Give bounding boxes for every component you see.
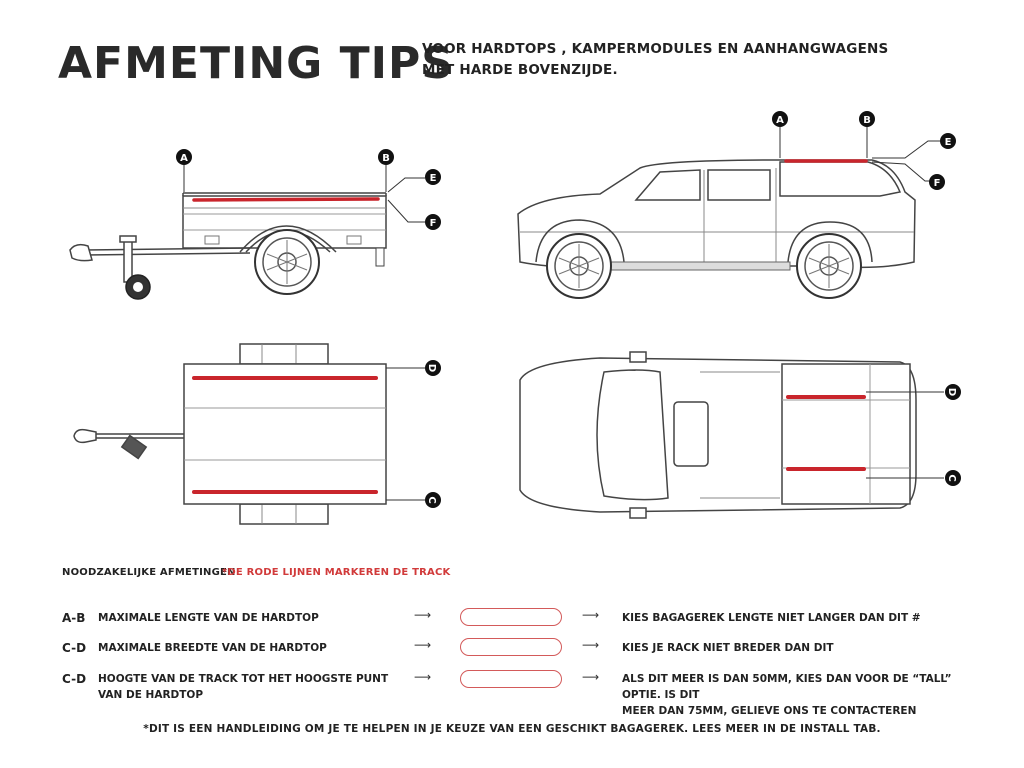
row-code: C-D (62, 672, 87, 686)
arrow-right-icon: ⟶ (414, 608, 432, 622)
subtitle-line-2: MET HARDE BOVENZIJDE. (422, 62, 618, 78)
footer-disclaimer: *DIT IS EEN HANDLEIDING OM JE TE HELPEN … (143, 723, 881, 735)
marker-b-label: B (863, 115, 871, 126)
row-code: C-D (62, 641, 87, 655)
marker-a-label: A (776, 115, 784, 126)
row-result: KIES JE RACK NIET BREDER DAN DIT (622, 642, 834, 654)
marker-f-truck: F (929, 174, 945, 190)
row-description: MAXIMALE BREEDTE VAN DE HARDTOP (98, 642, 327, 654)
arrow-right-icon: ⟶ (414, 638, 432, 652)
row-description: MAXIMALE LENGTE VAN DE HARDTOP (98, 612, 319, 624)
row-result-line-1: ALS DIT MEER IS DAN 50MM, KIES DAN VOOR … (622, 673, 952, 701)
marker-b-label: B (382, 153, 390, 164)
leader-line (871, 161, 930, 182)
jockey-wheel (125, 274, 151, 300)
row-description: HOOGTE VAN DE TRACK TOT HET HOOGSTE PUNT… (98, 671, 388, 703)
arrow-right-icon: ⟶ (414, 670, 432, 684)
trailer-side-view (69, 192, 387, 283)
marker-a-trailer: A (176, 149, 192, 165)
marker-a-label: A (180, 153, 188, 164)
row-result: KIES BAGAGEREK LENGTE NIET LANGER DAN DI… (622, 612, 921, 624)
marker-f-trailer: F (425, 214, 441, 230)
row-result: ALS DIT MEER IS DAN 50MM, KIES DAN VOOR … (622, 671, 992, 719)
subtitle-line-1: VOOR HARDTOPS , KAMPERMODULES EN AANHANG… (422, 41, 889, 57)
arrow-right-icon: ⟶ (582, 670, 600, 684)
marker-c-trailer: C (425, 492, 441, 508)
trailer-side-wheel (254, 229, 320, 295)
page-title: AFMETING TIPS (58, 38, 454, 89)
red-lines-note: *DE RODE LIJNEN MARKEREN DE TRACK (222, 567, 451, 578)
marker-e-label: E (945, 137, 952, 148)
marker-b-truck: B (859, 111, 875, 127)
truck-front-wheel (546, 233, 612, 299)
value-input-2[interactable] (460, 638, 562, 656)
marker-f-label: F (934, 178, 941, 189)
arrow-right-icon: ⟶ (582, 638, 600, 652)
row-description-line-1: HOOGTE VAN DE TRACK TOT HET HOOGSTE PUNT (98, 673, 389, 685)
trailer-side-track (192, 197, 380, 202)
marker-c-label: C (946, 474, 957, 481)
marker-c-truck: C (945, 470, 961, 486)
marker-f-label: F (430, 218, 437, 229)
leader-line (387, 199, 425, 223)
marker-e-label: E (430, 173, 437, 184)
marker-d-label: D (946, 388, 957, 396)
marker-d-truck: D (945, 384, 961, 400)
leader-line (387, 177, 425, 193)
required-dimensions-note: NOODZAKELIJKE AFMETINGEN (62, 567, 236, 578)
marker-d-trailer: D (425, 360, 441, 376)
marker-c-label: C (426, 496, 437, 503)
value-input-1[interactable] (460, 608, 562, 626)
arrow-right-icon: ⟶ (582, 608, 600, 622)
row-result-line-2: MEER DAN 75MM, GELIEVE ONS TE CONTACTERE… (622, 705, 917, 717)
truck-rear-wheel (796, 233, 862, 299)
row-code: A-B (62, 611, 86, 625)
marker-e-trailer: E (425, 169, 441, 185)
marker-e-truck: E (940, 133, 956, 149)
marker-b-trailer: B (378, 149, 394, 165)
marker-d-label: D (426, 364, 437, 372)
leader-line (872, 140, 940, 159)
marker-a-truck: A (772, 111, 788, 127)
row-description-line-2: VAN DE HARDTOP (98, 689, 204, 701)
trailer-top-view (73, 343, 387, 525)
value-input-3[interactable] (460, 670, 562, 688)
truck-top-view (519, 351, 917, 519)
